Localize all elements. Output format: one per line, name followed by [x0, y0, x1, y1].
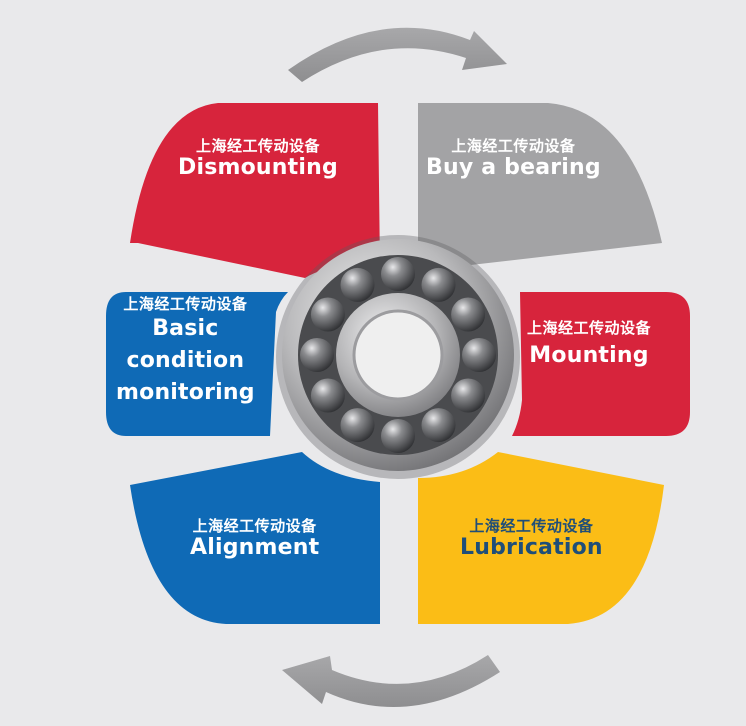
stage-title: Dismounting — [178, 155, 338, 181]
bearing-ball — [451, 378, 486, 413]
company-name: 上海经工传动设备 — [451, 137, 576, 155]
bearing-ball — [462, 338, 496, 372]
segment-buy-a-bearing — [418, 103, 662, 266]
bearing-ball — [300, 338, 334, 372]
label-dismounting: 上海经工传动设备 Dismounting — [178, 137, 338, 181]
arrow-right-icon — [288, 27, 507, 82]
company-name: 上海经工传动设备 — [192, 517, 317, 535]
company-name: 上海经工传动设备 — [123, 295, 248, 313]
label-mounting: 上海经工传动设备 Mounting — [527, 319, 652, 369]
bearing-ball — [310, 297, 345, 332]
bearing-ball — [421, 267, 456, 302]
company-name: 上海经工传动设备 — [195, 137, 320, 155]
label-buy-a-bearing: 上海经工传动设备 Buy a bearing — [426, 137, 601, 181]
stage-title: Alignment — [190, 535, 320, 561]
segment-mounting — [512, 292, 690, 436]
stage-title: Lubrication — [460, 535, 603, 561]
segment-alignment — [130, 452, 380, 624]
stage-title-line-3: monitoring — [116, 380, 255, 406]
arrow-left-icon — [282, 655, 500, 708]
ball-bearing-icon — [276, 235, 520, 479]
company-name: 上海经工传动设备 — [469, 517, 594, 535]
stage-title-line-1: Basic — [152, 316, 219, 342]
bearing-ball — [340, 408, 375, 443]
segment-basic-condition-monitoring — [106, 292, 288, 436]
company-name: 上海经工传动设备 — [527, 319, 652, 337]
bearing-ball — [381, 257, 415, 291]
bearing-ball — [451, 297, 486, 332]
bearing-ball — [421, 408, 456, 443]
segment-dismounting — [130, 103, 380, 278]
bearing-ball — [381, 419, 415, 453]
label-lubrication: 上海经工传动设备 Lubrication — [460, 517, 603, 561]
bearing-ball — [340, 267, 375, 302]
stage-title: Mounting — [529, 343, 649, 369]
segment-lubrication — [418, 452, 664, 624]
stage-title-line-2: condition — [126, 348, 245, 374]
label-alignment: 上海经工传动设备 Alignment — [190, 517, 320, 561]
stage-title: Buy a bearing — [426, 155, 601, 181]
bearing-ball — [310, 378, 345, 413]
label-basic-condition-monitoring: 上海经工传动设备 Basic condition monitoring — [116, 295, 255, 409]
